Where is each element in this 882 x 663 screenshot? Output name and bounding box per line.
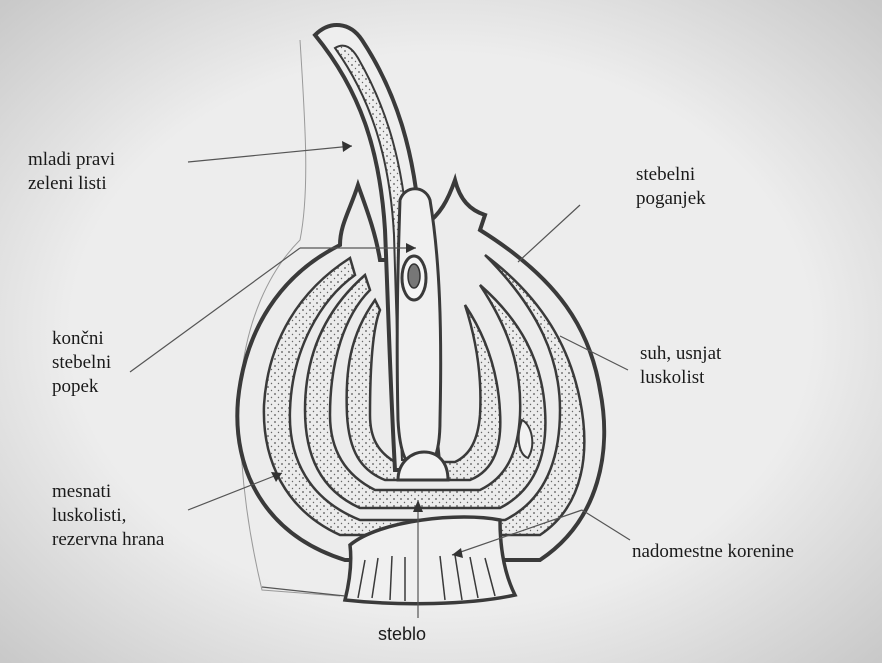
label-stem: steblo: [378, 622, 426, 646]
label-fleshy-scale-leaves: mesnati luskolisti, rezervna hrana: [52, 480, 164, 552]
label-stem-shoot: stebelni poganjek: [636, 163, 706, 211]
label-dry-scale-leaf: suh, usnjat luskolist: [640, 342, 721, 390]
label-adventitious-roots: nadomestne korenine: [632, 540, 794, 564]
label-terminal-bud: končni stebelni popek: [52, 327, 111, 399]
central-shoot: [397, 189, 441, 470]
label-young-green-leaves: mladi pravi zeleni listi: [28, 148, 115, 196]
terminal-bud-core: [408, 264, 420, 288]
